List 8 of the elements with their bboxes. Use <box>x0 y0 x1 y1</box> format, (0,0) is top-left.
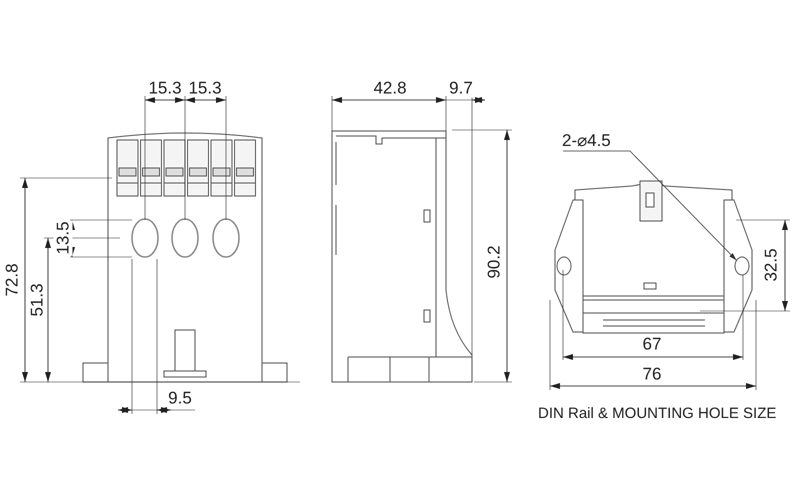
callout-text: 2-⌀4.5 <box>562 130 611 151</box>
dimension-value: 13.5 <box>54 220 72 256</box>
dimension-value: 15.3 <box>187 78 223 98</box>
mounting-hole <box>734 256 750 276</box>
dimension-value: 9.7 <box>448 78 474 98</box>
leader-line <box>562 150 737 261</box>
dimension-value: 15.3 <box>147 78 183 98</box>
caption: DIN Rail & MOUNTING HOLE SIZE <box>538 404 776 424</box>
